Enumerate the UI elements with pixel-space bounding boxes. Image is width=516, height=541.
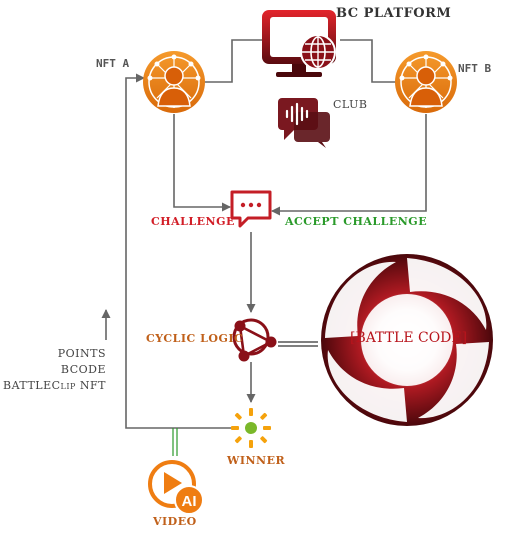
nft-a-user-icon [143,51,205,113]
link-nft-b-accept [271,114,427,216]
winner-icon [231,408,271,448]
link-cyclic-battlecode [278,341,318,347]
link-winner-video [172,428,178,456]
connectors [101,39,427,429]
nft-b-label: NFT B [458,62,492,75]
club-label: CLUB [333,98,368,111]
reward-item-points: POINTS [57,347,106,360]
link-winner-nft-a [125,73,236,429]
video-label: VIDEO [153,515,197,528]
video-play-icon: AI [148,460,204,515]
cyclic-logic-icon [232,318,277,362]
cyclic-logic-label: CYCLIC LOGIC [146,332,244,345]
globe-icon [300,34,336,70]
nft-a-label: NFT A [96,57,130,70]
battle-code-label: [BATTLE CODE] [350,330,468,346]
reward-item-battleclip-nft: BATTLEClip NFT [2,379,106,392]
link-platform-nft-a [200,39,262,83]
battle-code-swirl-icon [321,254,493,426]
nft-b-user-icon [395,51,457,113]
club-chat-icon [278,98,330,148]
challenge-message-icon [230,190,272,228]
accept-challenge-label: ACCEPT CHALLENGE [285,215,428,228]
platform-label: BC PLATFORM [336,6,452,21]
challenge-label: CHALLENGE [151,215,235,228]
reward-item-bcode: BCODE [60,363,106,376]
winner-label: WINNER [227,454,286,467]
link-platform-nft-b [340,39,400,83]
rewards-list: POINTS BCODE BATTLEClip NFT [3,346,106,394]
video-ai-badge: AI [182,493,197,510]
link-nft-a-challenge [173,114,231,212]
